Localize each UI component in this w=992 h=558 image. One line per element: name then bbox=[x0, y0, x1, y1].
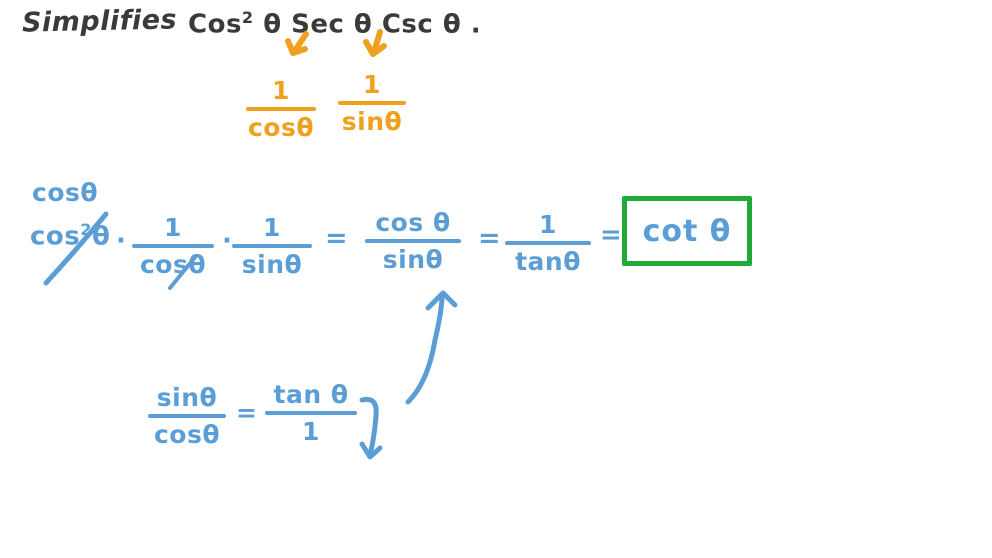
fraction-bar bbox=[338, 101, 406, 105]
final-answer: cot θ bbox=[642, 213, 732, 249]
fraction-bar bbox=[246, 107, 316, 111]
expression-exponent: 2 bbox=[241, 8, 254, 27]
multiplication-dot-1: · bbox=[116, 226, 127, 256]
equals-sign-2: = bbox=[478, 223, 502, 254]
answer-box: cot θ bbox=[622, 196, 752, 266]
sec-identity-fraction: 1 cosθ bbox=[246, 78, 316, 140]
work-term-angle: θ bbox=[91, 221, 111, 252]
footnote-right-denominator: 1 bbox=[302, 417, 320, 446]
equals-sign-3: = bbox=[600, 220, 623, 250]
fraction-bar bbox=[132, 244, 214, 248]
work-fraction-4: 1 tanθ bbox=[505, 212, 591, 274]
expression-cos: Cos bbox=[188, 9, 242, 40]
expression-rest: θ Sec θ Csc θ . bbox=[253, 9, 482, 40]
footnote-equals-sign: = bbox=[236, 398, 258, 427]
work-fraction-3-numerator: cos θ bbox=[375, 208, 451, 237]
fraction-bar bbox=[232, 244, 312, 248]
work-fraction-4-numerator: 1 bbox=[539, 210, 557, 239]
work-fraction-3-denominator: sinθ bbox=[382, 245, 444, 274]
footnote-left-denominator: cosθ bbox=[153, 420, 221, 449]
reduced-term-note: cosθ bbox=[32, 178, 99, 207]
sec-identity-denominator: cosθ bbox=[247, 113, 315, 142]
work-fraction-3: cos θ sinθ bbox=[365, 210, 461, 272]
work-term-base: cos bbox=[30, 221, 81, 252]
csc-identity-fraction: 1 sinθ bbox=[338, 72, 406, 134]
csc-identity-denominator: sinθ bbox=[341, 107, 403, 136]
csc-identity-numerator: 1 bbox=[363, 70, 381, 99]
work-fraction-4-denominator: tanθ bbox=[515, 247, 581, 276]
work-fraction-1: 1 cosθ bbox=[132, 215, 214, 277]
work-fraction-1-denominator: cosθ bbox=[139, 250, 207, 279]
work-term-exponent: 2 bbox=[80, 220, 92, 239]
problem-expression: Cos2 θ Sec θ Csc θ . bbox=[188, 8, 482, 40]
multiplication-dot-2: · bbox=[222, 226, 233, 256]
work-term-cos-squared-theta: cos2θ bbox=[30, 220, 111, 252]
footnote-fraction-right: tan θ 1 bbox=[265, 382, 357, 444]
work-fraction-1-numerator: 1 bbox=[164, 213, 182, 242]
work-fraction-2: 1 sinθ bbox=[232, 215, 312, 277]
footnote-right-numerator: tan θ bbox=[273, 380, 349, 409]
fraction-bar bbox=[265, 411, 357, 415]
fraction-bar bbox=[365, 239, 461, 243]
footnote-hook-arrow-icon bbox=[359, 396, 383, 460]
work-fraction-2-numerator: 1 bbox=[263, 213, 281, 242]
footnote-curved-up-arrow-icon bbox=[405, 290, 458, 405]
work-fraction-2-denominator: sinθ bbox=[241, 250, 303, 279]
fraction-bar bbox=[505, 241, 591, 245]
fraction-bar bbox=[148, 414, 226, 418]
footnote-left-numerator: sinθ bbox=[156, 383, 218, 412]
problem-instruction: Simplifies bbox=[21, 4, 178, 39]
sec-identity-numerator: 1 bbox=[272, 76, 290, 105]
footnote-fraction-left: sinθ cosθ bbox=[148, 385, 226, 447]
equals-sign-1: = bbox=[325, 223, 349, 254]
